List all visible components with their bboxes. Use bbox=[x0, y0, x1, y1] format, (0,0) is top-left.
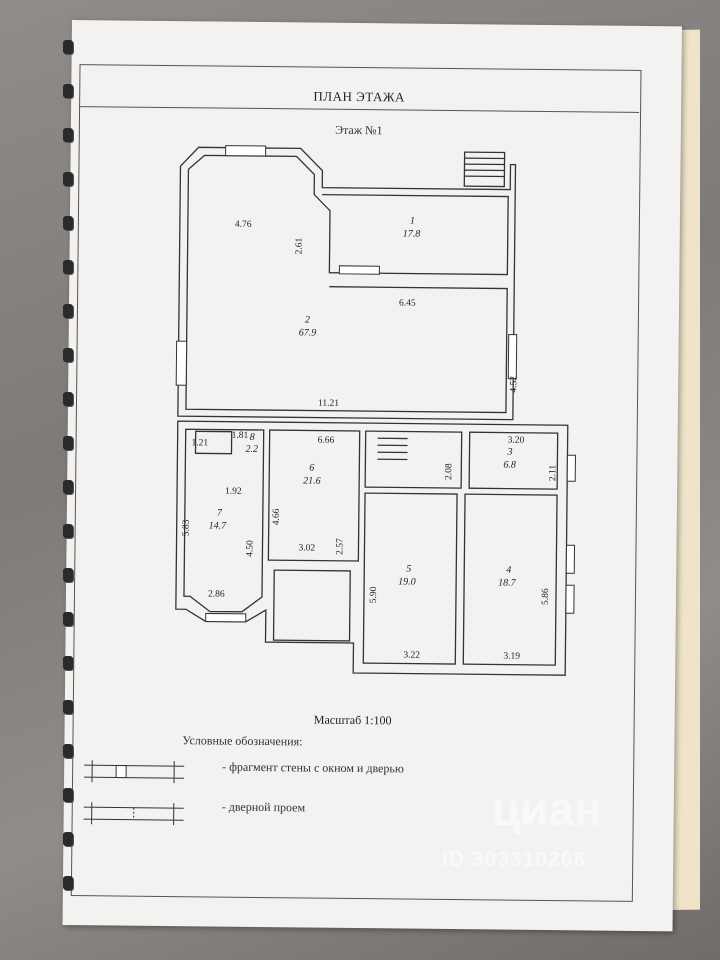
room-6-number: 6 bbox=[309, 463, 314, 474]
dimension-label: 5.90 bbox=[369, 586, 379, 603]
dimension-label: 1.21 bbox=[192, 438, 209, 448]
room-3-wall bbox=[468, 431, 559, 490]
dimension-label: 4.52 bbox=[509, 376, 519, 393]
room-4-number: 4 bbox=[506, 565, 511, 576]
floor-plan-drawing: 1 17.8 2 67.9 3 6.8 4 18.7 5 19.0 6 21.6… bbox=[83, 145, 576, 826]
legend-doorway: - дверной проем bbox=[221, 799, 306, 815]
stairs-top bbox=[463, 151, 506, 188]
binding-rings bbox=[63, 40, 77, 930]
room-8-wall bbox=[194, 430, 233, 455]
dimension-label: 4.66 bbox=[272, 508, 282, 525]
room-5-area: 19.0 bbox=[398, 576, 416, 587]
room-1-area: 17.8 bbox=[403, 228, 421, 239]
inner-wall-room2 bbox=[185, 169, 508, 414]
dimension-label: 2.57 bbox=[335, 538, 345, 555]
dimension-label: 4.50 bbox=[245, 540, 255, 557]
dimension-label: 2.08 bbox=[444, 463, 454, 480]
watermark: циан ID 303310268 bbox=[440, 778, 670, 888]
dimension-label: 11.21 bbox=[318, 399, 339, 409]
room-7-area: 14.7 bbox=[209, 520, 228, 531]
dimension-label: 1.81 bbox=[232, 431, 249, 441]
outer-wall-top bbox=[177, 146, 517, 421]
room-1-number: 1 bbox=[410, 216, 415, 227]
watermark-id: ID 303310268 bbox=[442, 848, 586, 871]
vestibule-wall bbox=[272, 569, 351, 642]
stair-hall-wall bbox=[364, 430, 463, 489]
room-6-wall bbox=[267, 429, 361, 562]
dimension-label: 3.02 bbox=[298, 543, 315, 553]
outer-wall-bottom bbox=[175, 420, 569, 676]
room-5-number: 5 bbox=[406, 564, 411, 575]
room-5-wall bbox=[362, 492, 458, 665]
dimension-label: 1.92 bbox=[225, 487, 242, 497]
inner-wall-top bbox=[188, 154, 509, 276]
room-2-area: 67.9 bbox=[299, 327, 317, 338]
legend-title: Условные обозначения: bbox=[182, 733, 303, 749]
legend-window-door: - фрагмент стены с окном и дверью bbox=[222, 759, 404, 776]
dimension-label: 2.11 bbox=[548, 464, 558, 481]
dimension-label: 6.66 bbox=[318, 436, 335, 446]
dimension-label: 3.19 bbox=[503, 652, 520, 662]
dimension-label: 4.76 bbox=[235, 220, 252, 230]
dimension-label: 2.61 bbox=[295, 237, 305, 254]
dimension-label: 6.45 bbox=[399, 298, 416, 308]
watermark-logo-text: циан bbox=[492, 783, 602, 835]
dimension-label: 3.22 bbox=[403, 651, 420, 661]
dimension-label: 3.20 bbox=[508, 436, 525, 446]
room-3-area: 6.8 bbox=[503, 460, 516, 471]
room-8-area: 2.2 bbox=[245, 444, 258, 455]
floor-plan-page: ПЛАН ЭТАЖА Этаж №1 bbox=[62, 20, 682, 932]
room-8-number: 8 bbox=[250, 432, 255, 443]
room-3-number: 3 bbox=[506, 447, 512, 458]
dimension-label: 5.83 bbox=[182, 519, 192, 536]
room-7-number: 7 bbox=[217, 508, 223, 519]
room-4-wall bbox=[462, 493, 558, 666]
room-7-wall bbox=[183, 428, 265, 613]
room-4-area: 18.7 bbox=[498, 577, 517, 588]
dimension-label: 2.86 bbox=[208, 589, 225, 599]
dimension-label: 5.86 bbox=[541, 588, 551, 605]
room-2-number: 2 bbox=[305, 314, 310, 325]
room-6-area: 21.6 bbox=[303, 475, 321, 486]
